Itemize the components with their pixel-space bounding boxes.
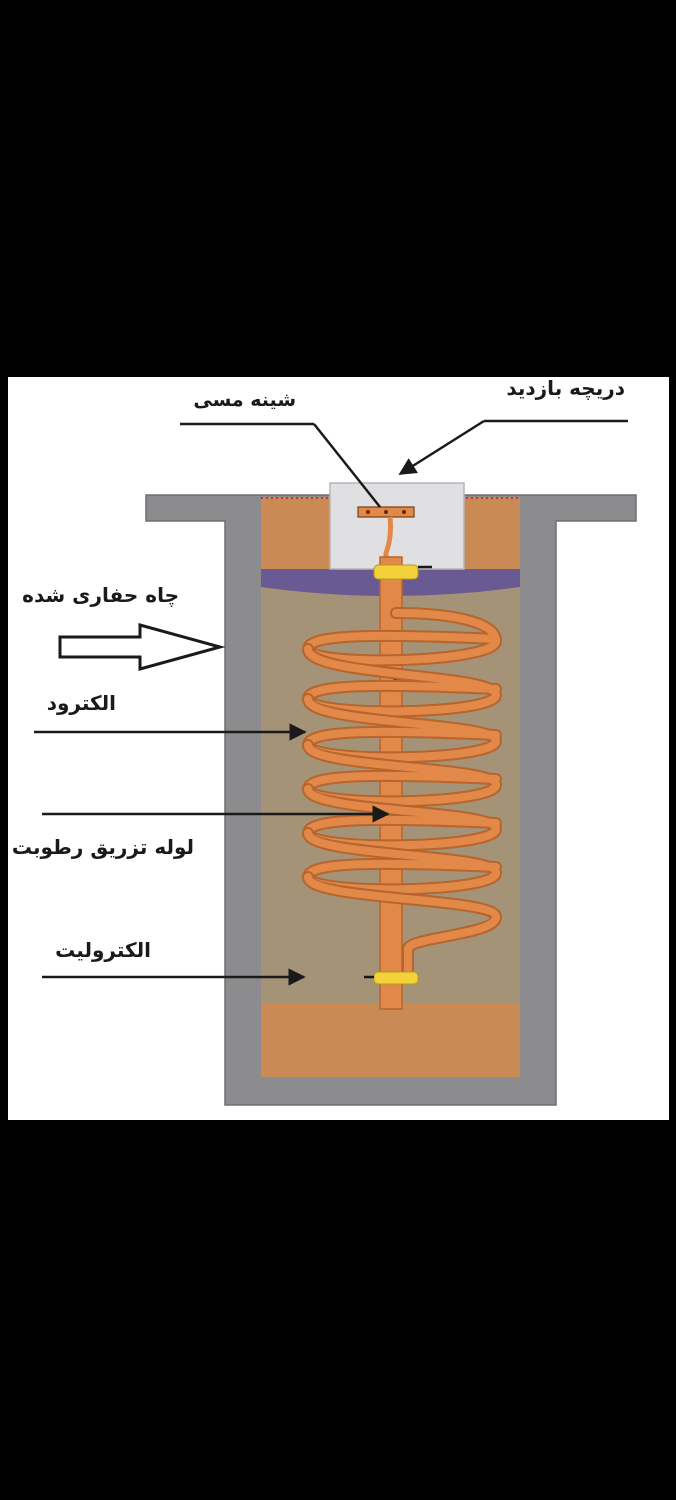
top-clamp bbox=[373, 564, 419, 580]
grounding-well-diagram bbox=[34, 419, 637, 1106]
copper-coil-electrode bbox=[301, 607, 503, 983]
moisture-injection-pipe bbox=[379, 556, 403, 1010]
label-electrolyte: الکترولیت bbox=[55, 938, 151, 962]
label-moisture-injection-pipe: لوله تزریق رطوبت bbox=[11, 835, 194, 859]
busbar-connector bbox=[383, 516, 393, 567]
diagram-panel: دریچه بازدید شینه مسی چاه حفاری شده الکت… bbox=[8, 377, 669, 1120]
label-electrode: الکترود bbox=[46, 691, 116, 715]
label-copper-busbar: شینه مسی bbox=[193, 389, 296, 411]
bottom-soil-fill bbox=[261, 1003, 520, 1077]
label-drilled-well: چاه حفاری شده bbox=[22, 583, 179, 607]
drilled-well-arrow bbox=[58, 623, 226, 671]
hatch-leader-arrow bbox=[398, 419, 485, 476]
busbar-leader-diag bbox=[313, 423, 381, 508]
label-inspection-hatch: دریچه بازدید bbox=[506, 376, 625, 400]
leader-lines bbox=[34, 419, 628, 986]
inspection-hatch-box bbox=[329, 482, 465, 570]
bottom-clamp bbox=[373, 971, 419, 985]
